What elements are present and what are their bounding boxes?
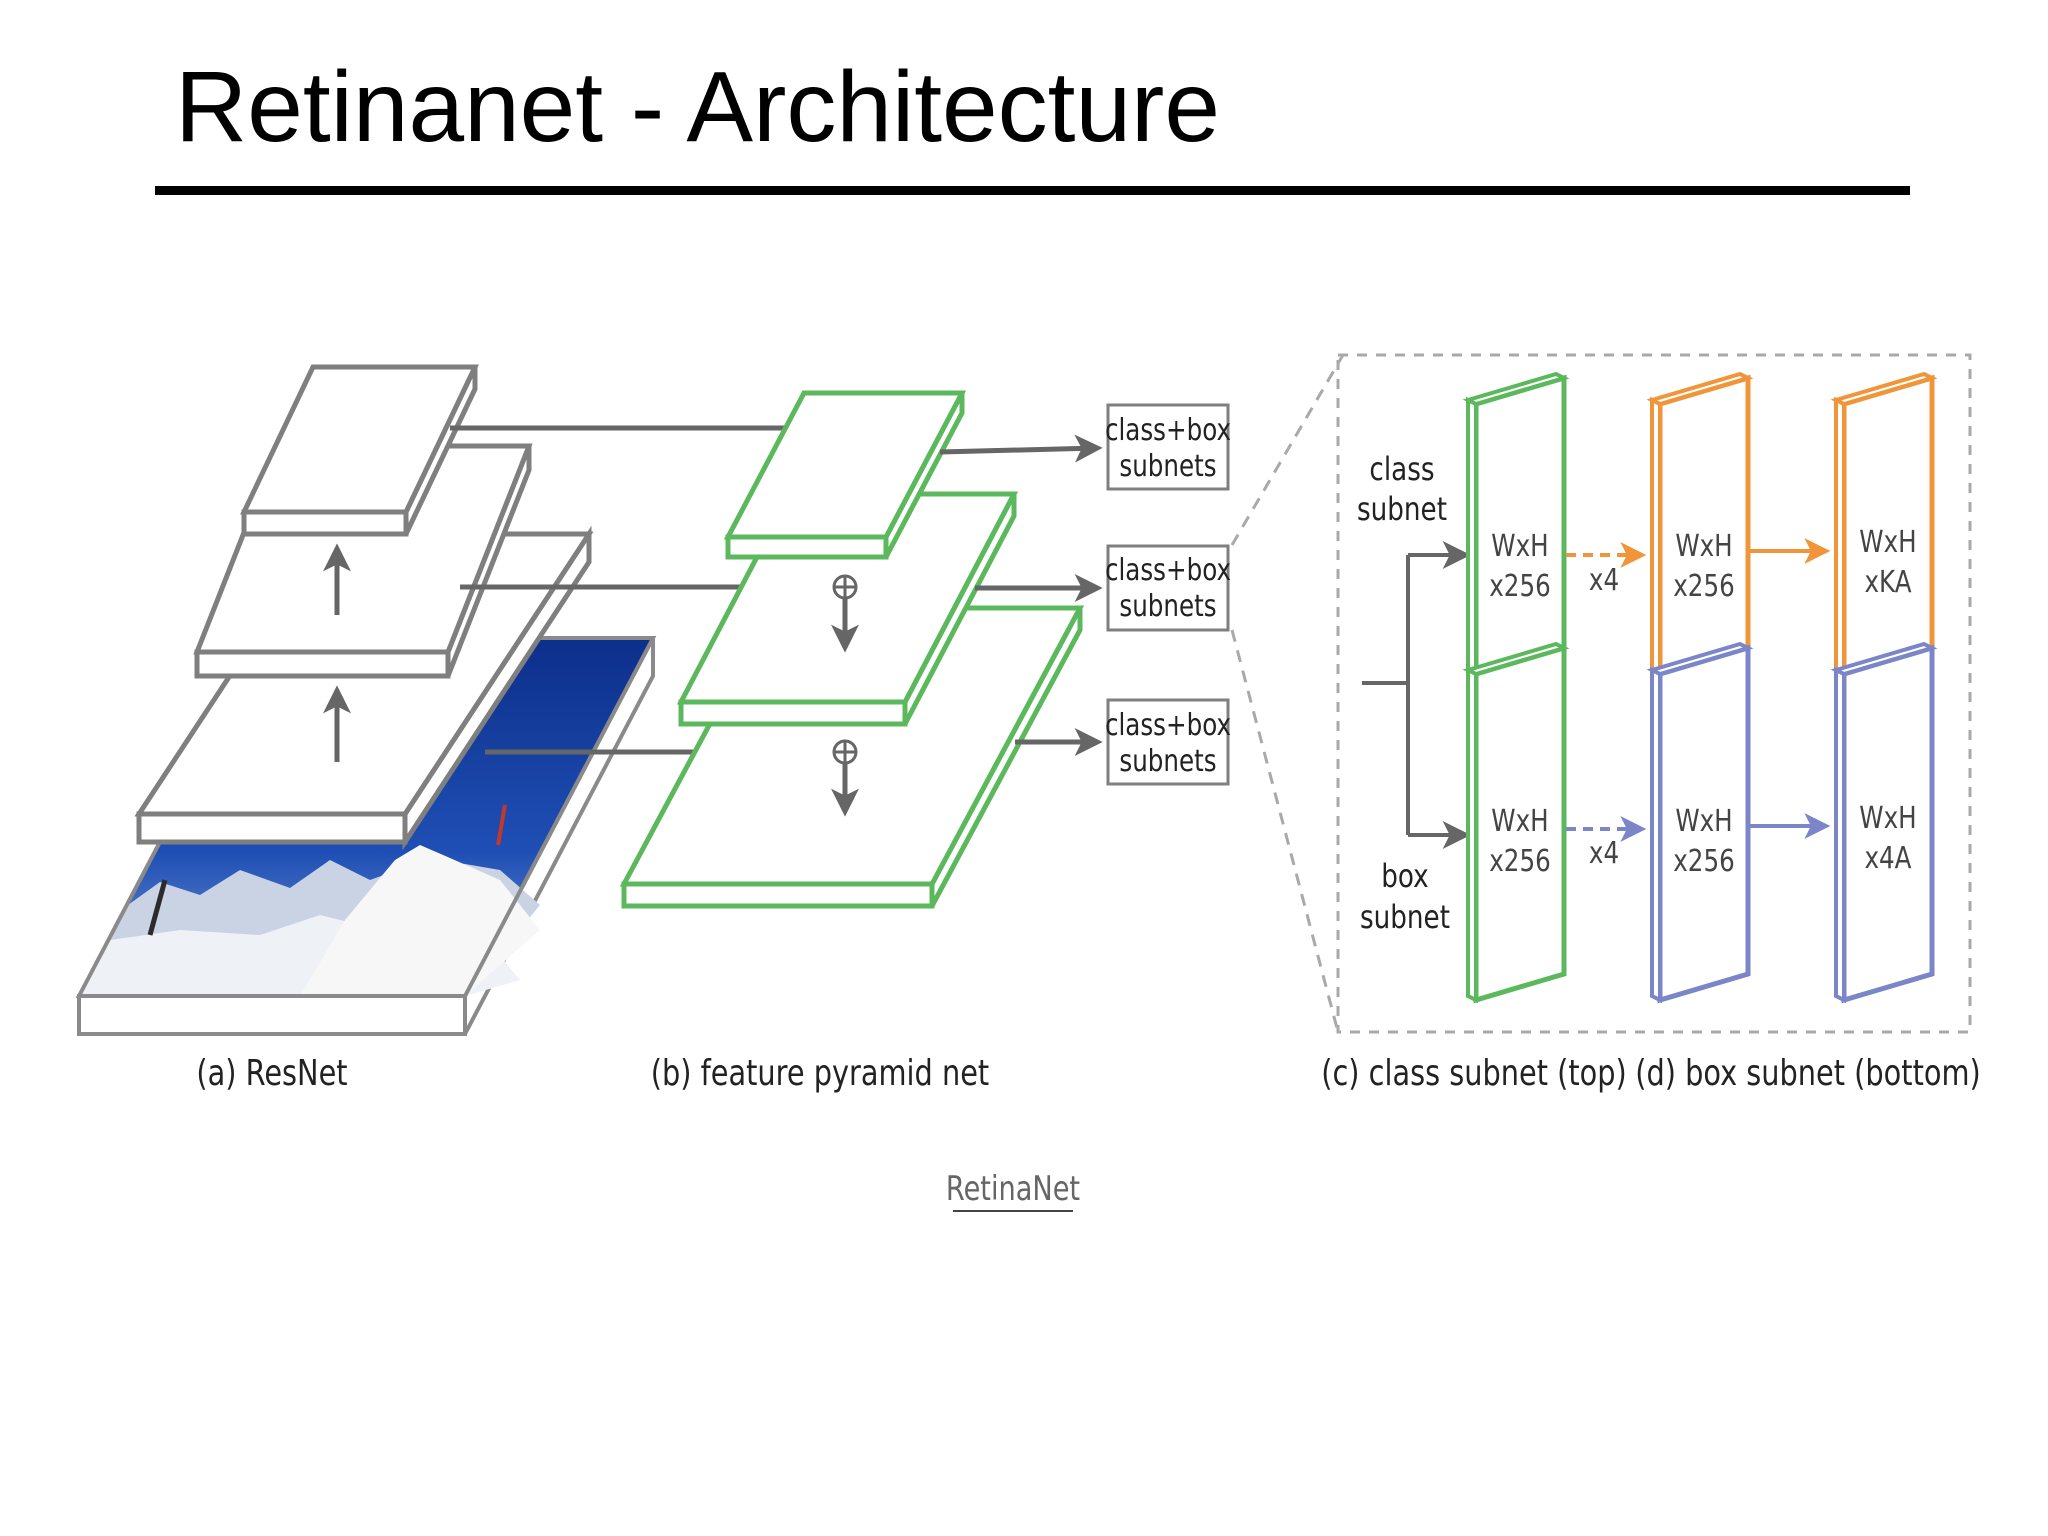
box-repeat-label: x4 — [1589, 837, 1619, 871]
box-subnet-label-line2: subnet — [1360, 898, 1450, 935]
conv-label-line1: WxH — [1491, 530, 1548, 564]
subnet-labels: class subnet box subnet — [1357, 450, 1450, 935]
conv-label-line1: WxH — [1491, 805, 1548, 839]
slide-title: Retinanet - Architecture — [175, 51, 1220, 163]
conv-label-line1: WxH — [1859, 802, 1916, 836]
resnet-stack — [75, 364, 657, 1036]
zoom-line-bottom — [1230, 629, 1340, 1033]
box-conv-input: WxH x256 — [1462, 641, 1570, 1004]
figure-caption: RetinaNet — [946, 1169, 1080, 1209]
conv-label-line1: WxH — [1675, 530, 1732, 564]
conv-label-line1: WxH — [1675, 805, 1732, 839]
box-subnet-row: WxH x256 x4 WxH x256 WxH x4A — [1462, 641, 1938, 1004]
fpn-layer-small — [723, 390, 967, 560]
conv-label-line2: x4A — [1864, 842, 1911, 876]
subnet-box: class+box subnets — [1105, 544, 1231, 632]
subnet-box-line1: class+box — [1105, 414, 1231, 448]
resnet-layer-small — [240, 364, 479, 537]
caption-fpn: (b) feature pyramid net — [651, 1052, 989, 1094]
box-conv-output: WxH x4A — [1830, 641, 1938, 1004]
caption-box-subnet: (d) box subnet (bottom) — [1635, 1052, 1980, 1094]
zoom-line-top — [1230, 354, 1345, 546]
class-conv-output: WxH xKA — [1830, 371, 1938, 734]
conv-label-line2: x256 — [1489, 570, 1550, 604]
subnet-box-line2: subnets — [1119, 590, 1216, 624]
conv-label-line2: xKA — [1864, 566, 1911, 600]
caption-class-subnet: (c) class subnet (top) — [1321, 1052, 1627, 1094]
class-repeat-label: x4 — [1589, 564, 1619, 598]
caption-resnet: (a) ResNet — [196, 1052, 347, 1094]
conv-label-line1: WxH — [1859, 526, 1916, 560]
subnet-box-line1: class+box — [1105, 554, 1231, 588]
conv-label-line2: x256 — [1673, 845, 1734, 879]
title-divider — [155, 186, 1910, 195]
box-conv-hidden: WxH x256 — [1646, 641, 1754, 1004]
class-conv-hidden: WxH x256 — [1646, 371, 1754, 734]
subnets-detail-panel — [1336, 353, 1972, 1034]
input-image-side — [77, 994, 467, 1036]
box-subnet-label-line1: box — [1381, 857, 1428, 894]
fpn-stack — [619, 390, 1103, 909]
subnet-box-line2: subnets — [1119, 745, 1216, 779]
fpn-output-arrow-top — [939, 434, 1103, 463]
class-subnet-row: WxH x256 x4 WxH x256 WxH xKA — [1462, 371, 1938, 734]
subnet-input-branch — [1362, 541, 1471, 849]
subnet-box: class+box subnets — [1105, 403, 1231, 491]
class-subnet-label-line2: subnet — [1357, 490, 1447, 527]
class-conv-input: WxH x256 — [1462, 371, 1570, 734]
subnet-box: class+box subnets — [1105, 698, 1231, 786]
conv-label-line2: x256 — [1489, 845, 1550, 879]
conv-label-line2: x256 — [1673, 570, 1734, 604]
subnet-box-line2: subnets — [1119, 450, 1216, 484]
top-down-pathway — [831, 574, 859, 817]
class-subnet-label-line1: class — [1369, 450, 1434, 487]
subnet-box-line1: class+box — [1105, 709, 1231, 743]
captions: (a) ResNet (b) feature pyramid net (c) c… — [196, 1052, 1980, 1094]
